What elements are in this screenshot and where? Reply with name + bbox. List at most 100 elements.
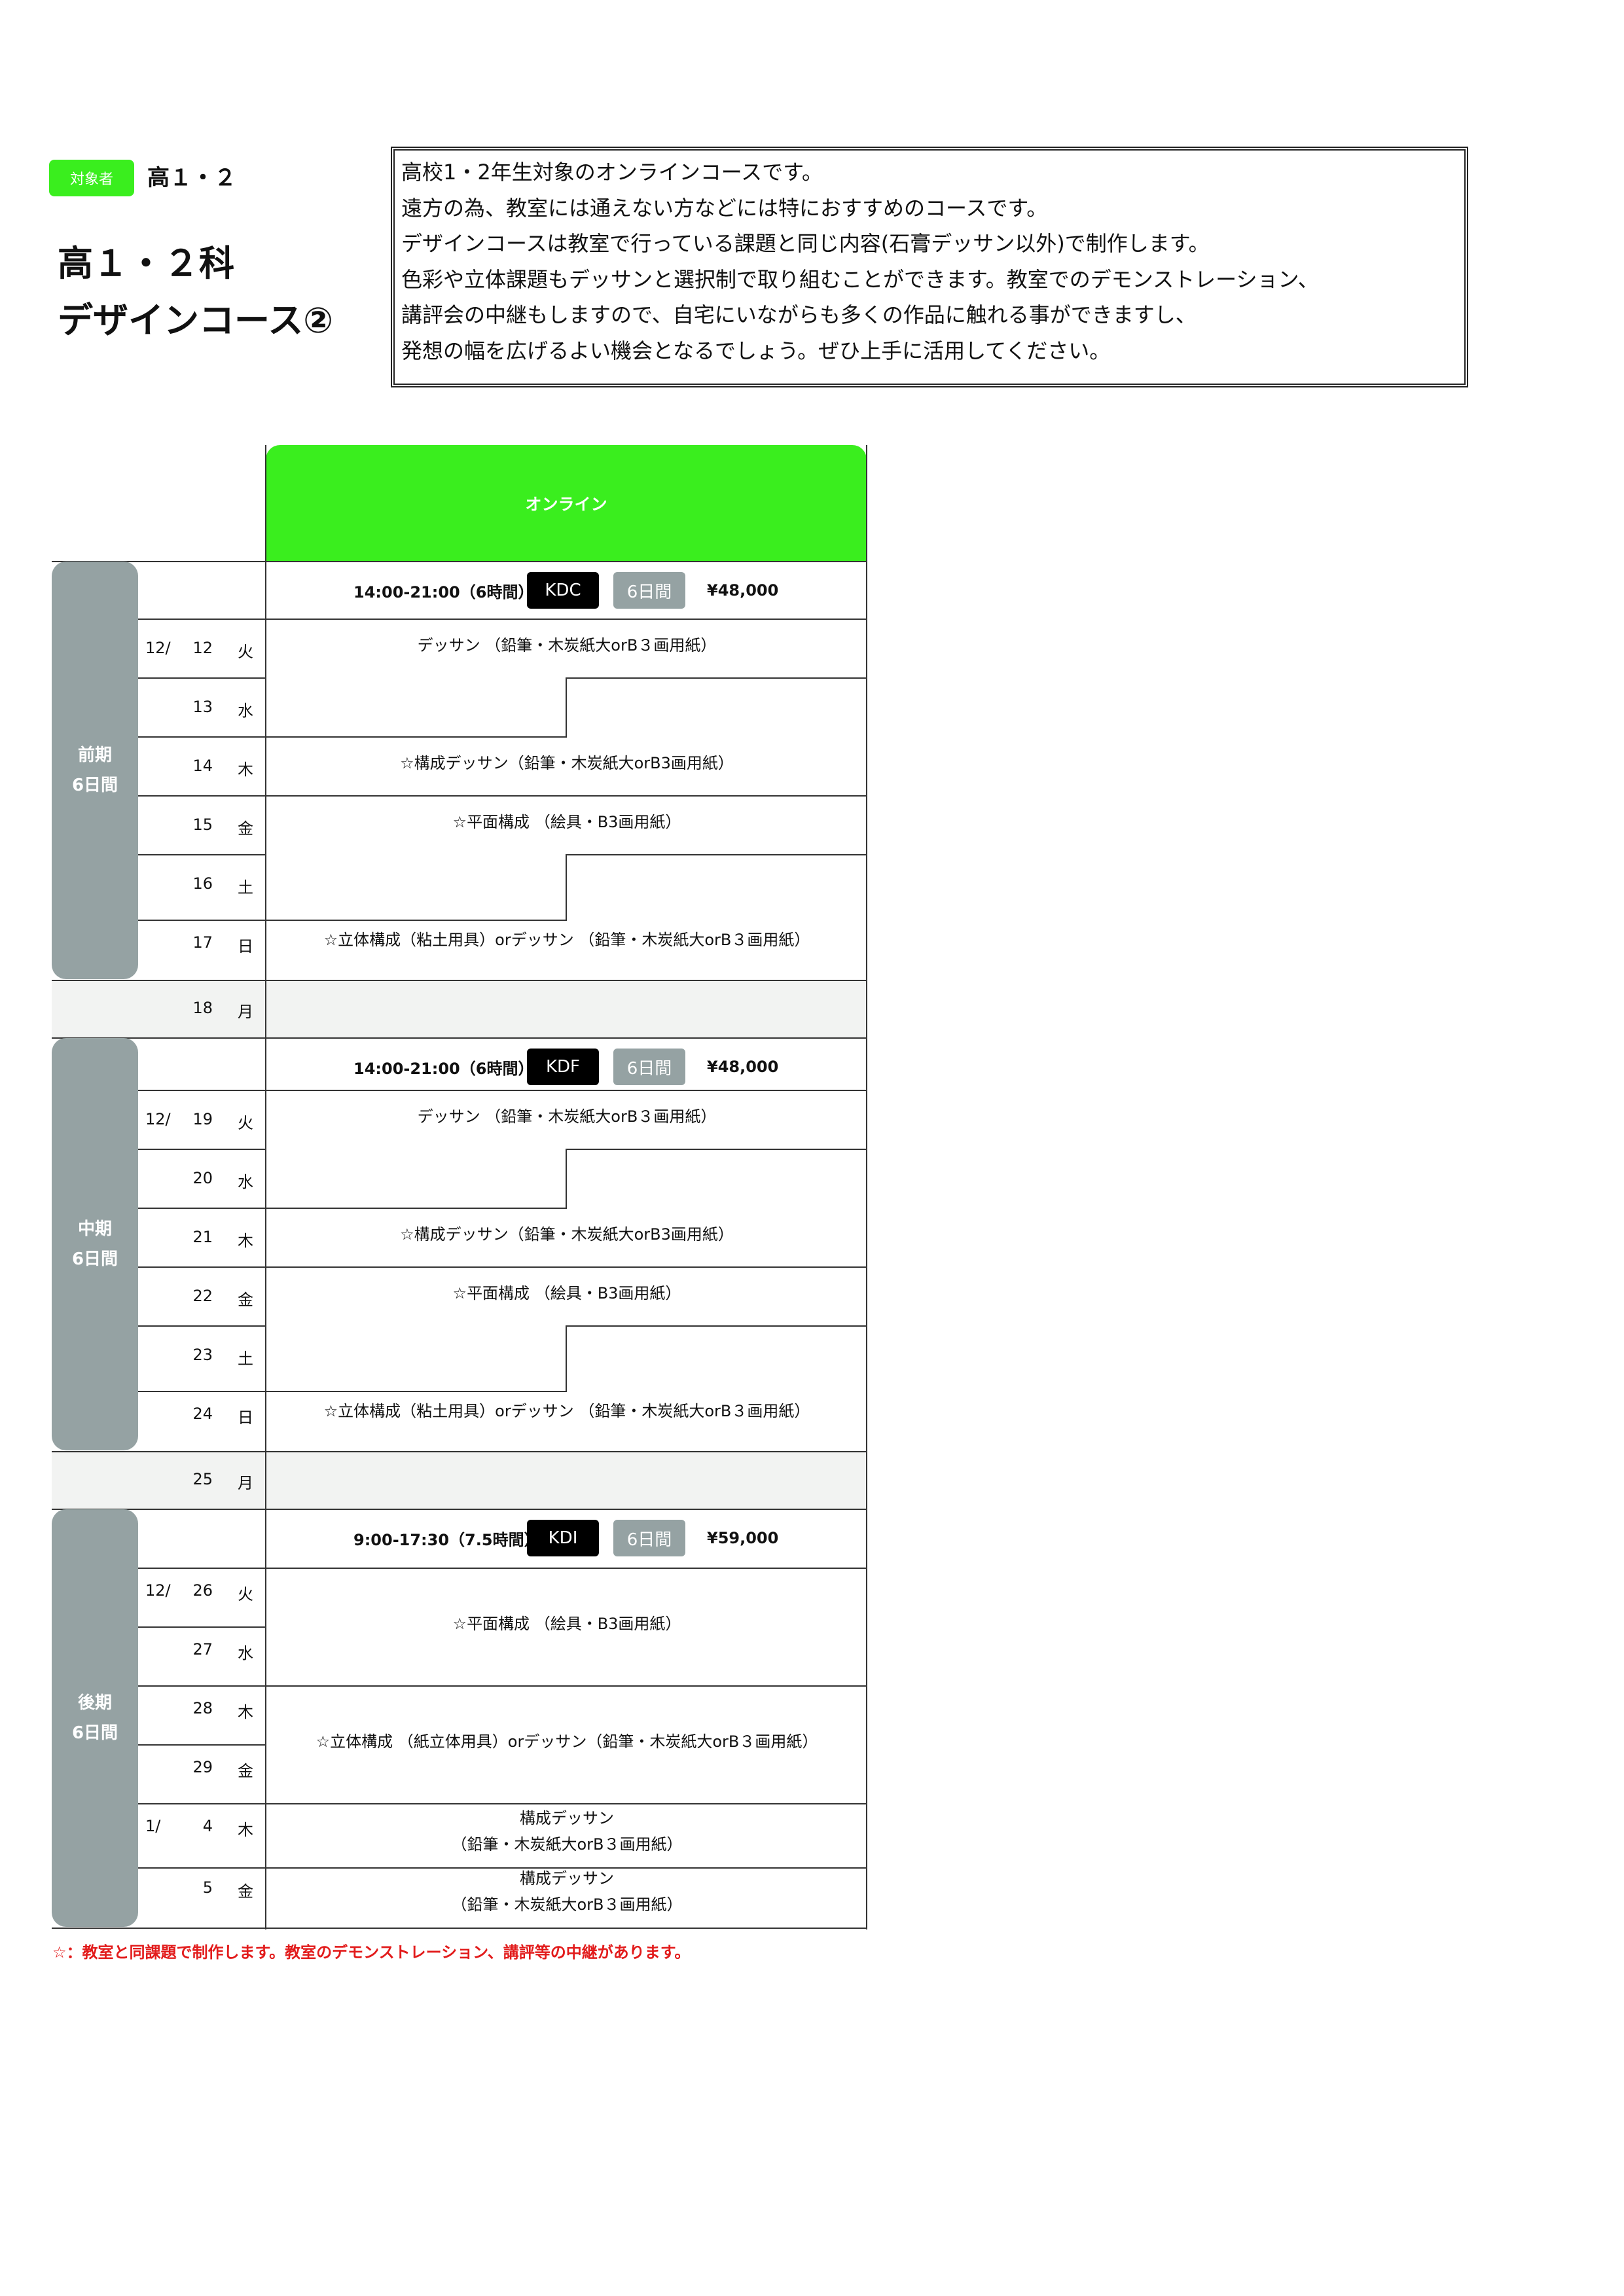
date-day: 21 [192,1228,213,1246]
content-divider [266,1391,567,1392]
date-weekday: 土 [238,878,253,897]
date-weekday: 火 [238,1114,253,1132]
content-divider [566,1325,867,1327]
row-divider [52,1037,867,1039]
course-content: ☆立体構成 （紙立体用具）orデッサン（鉛筆・木炭紙大orB３画用紙） [316,1732,818,1751]
row-divider [52,980,867,981]
content-divider [566,1149,867,1150]
course-code: KDC [527,572,599,609]
term-name: 前期 [77,745,112,765]
description-line: デザインコースは教室で行っている課題と同じ内容(石膏デッサン以外)で制作します。 [401,231,1210,256]
course-days: 6日間 [613,572,685,609]
row-divider [138,1208,266,1209]
term-name: 後期 [77,1693,112,1713]
term-name: 中期 [77,1219,112,1239]
row-divider [138,854,266,855]
row-divider [138,1266,266,1268]
row-divider [138,1568,867,1569]
row-divider [138,1685,867,1687]
date-weekday: 月 [238,1003,253,1021]
row-divider [138,1149,266,1150]
course-time: 14:00-21:00（6時間） [353,583,534,601]
course-content: デッサン （鉛筆・木炭紙大orB３画用紙） [417,636,717,655]
footnote: ☆：教室と同課題で制作します。教室のデモンストレーション、講評等の中継があります… [52,1943,691,1962]
content-divider [566,677,867,679]
off-day-row [52,1452,867,1509]
course-content: ☆構成デッサン（鉛筆・木炭紙大orB3画用紙） [400,1225,734,1244]
date-month: 1/ [145,1817,161,1835]
row-divider [138,920,266,921]
date-weekday: 日 [238,1408,253,1427]
date-weekday: 火 [238,643,253,661]
date-day: 16 [192,874,213,893]
date-day: 29 [192,1758,213,1776]
content-divider [266,920,567,921]
date-weekday: 水 [238,1644,253,1662]
description-line: 色彩や立体課題もデッサンと選択制で取り組むことができます。教室でのデモンストレー… [401,266,1319,292]
target-grade: 高１・２ [147,165,236,191]
course-content: ☆平面構成 （絵具・B3画用紙） [452,1284,681,1302]
date-weekday: 金 [238,1882,253,1901]
course-time: 14:00-21:00（6時間） [353,1059,534,1078]
date-day: 26 [192,1581,213,1600]
course-content: デッサン （鉛筆・木炭紙大orB３画用紙） [417,1107,717,1126]
content-divider [566,1325,567,1392]
date-day: 4 [202,1817,213,1835]
content-divider [566,854,867,855]
course-time: 9:00-17:30（7.5時間） [353,1530,540,1549]
date-weekday: 日 [238,937,253,956]
description-line: 講評会の中継もしますので、自宅にいながらも多くの作品に触れる事ができますし、 [401,302,1197,327]
table-bottom-border [52,1928,867,1929]
date-weekday: 月 [238,1474,253,1492]
date-day: 24 [192,1405,213,1423]
off-day-row [52,980,867,1038]
term-block-early: 前期 6日間 [52,562,138,979]
date-day: 23 [192,1346,213,1364]
content-divider [566,1149,567,1209]
target-badge: 対象者 [49,160,134,196]
course-content: ☆平面構成 （絵具・B3画用紙） [452,1615,681,1633]
date-weekday: 木 [238,1703,253,1721]
date-day: 28 [192,1699,213,1717]
term-duration: 6日間 [71,776,118,795]
date-day: 25 [192,1470,213,1488]
date-day: 12 [192,639,213,657]
course-content: ☆立体構成（粘土用具）orデッサン （鉛筆・木炭紙大orB３画用紙） [323,931,810,949]
row-divider [138,1803,867,1804]
date-weekday: 水 [238,1173,253,1191]
row-divider [138,1325,266,1327]
date-weekday: 金 [238,1291,253,1309]
description-line: 遠方の為、教室には通えない方などには特におすすめのコースです。 [401,195,1048,221]
date-month: 12/ [145,639,171,657]
term-block-late: 後期 6日間 [52,1509,138,1927]
row-divider [138,1090,867,1091]
date-weekday: 火 [238,1585,253,1604]
course-content: ☆平面構成 （絵具・B3画用紙） [452,813,681,831]
course-price: ¥48,000 [707,1058,779,1076]
course-content: ☆構成デッサン（鉛筆・木炭紙大orB3画用紙） [400,754,734,772]
row-divider [138,1391,266,1392]
date-weekday: 金 [238,819,253,838]
content-divider [266,1208,567,1209]
course-price: ¥59,000 [707,1529,779,1547]
date-weekday: 木 [238,761,253,779]
date-day: 15 [192,816,213,834]
content-divider [566,677,567,738]
date-weekday: 水 [238,702,253,720]
course-info-row: 14:00-21:00（6時間） KDF 6日間 ¥48,000 [267,1038,867,1096]
description-line: 発想の幅を広げるよい機会となるでしょう。ぜひ上手に活用してください。 [401,338,1111,363]
course-price: ¥48,000 [707,581,779,600]
row-divider [138,1867,867,1869]
row-divider [138,736,266,738]
content-divider [266,1266,867,1268]
row-divider [138,619,867,620]
content-divider [266,795,867,797]
row-divider [52,1509,867,1510]
content-divider [566,854,567,921]
date-day: 14 [192,757,213,775]
row-divider [138,1744,266,1746]
page-title-line2: デザインコース② [58,300,334,341]
content-divider [266,736,567,738]
row-divider [138,677,266,679]
